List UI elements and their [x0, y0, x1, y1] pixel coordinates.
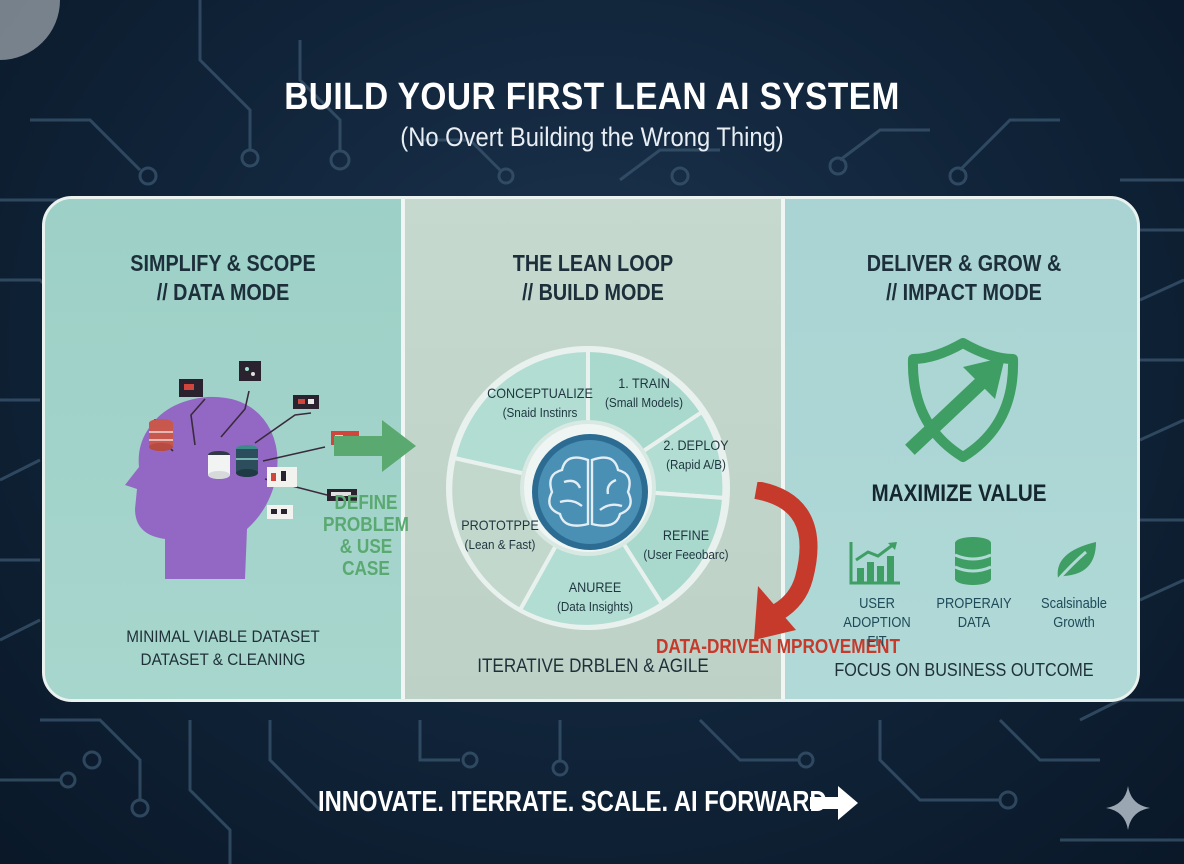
seg-label-prototype: PROTOTPPE (Lean & Fast)	[455, 516, 545, 554]
metric-scalable-growth-line2: Growth	[1053, 614, 1095, 631]
panel-left-title-line2: // DATA MODE	[156, 279, 290, 305]
footer-tagline: INNOVATE. ITERRATE. SCALE. AI FORWARD	[318, 786, 827, 818]
sparkle-icon	[1106, 786, 1150, 830]
panel-deliver-grow: DELIVER & GROW & // IMPACT MODE FOCUS ON…	[785, 199, 1137, 699]
panel-right-title-line1: DELIVER & GROW &	[866, 250, 1062, 276]
seg-train-sub: (Small Models)	[604, 395, 684, 410]
right-arrow-icon	[810, 786, 858, 820]
seg-anuree-head: ANUREE	[568, 579, 622, 595]
head-with-data-icons	[125, 361, 359, 579]
panel-mid-caption: ITERATIVE DRBLEN & AGILE	[477, 656, 709, 677]
seg-prototype-head: PROTOTPPE	[461, 517, 539, 533]
define-label-line3: & USE CASE	[339, 536, 393, 580]
define-label-line2: PROBLEM	[323, 514, 409, 536]
seg-label-train: 1. TRAIN (Small Models)	[601, 374, 687, 412]
metric-scalable-growth: Scalsinable Growth	[1033, 594, 1116, 632]
define-problem-label: DEFINE PROBLEM & USE CASE	[314, 492, 417, 580]
define-label-line1: DEFINE	[334, 492, 398, 514]
seg-train-head: 1. TRAIN	[618, 375, 670, 391]
panel-right-title: DELIVER & GROW & // IMPACT MODE	[810, 249, 1118, 307]
panel-left-caption-line2: DATASET & CLEANING	[140, 650, 306, 669]
panel-right-caption: FOCUS ON BUSINESS OUTCOME	[834, 660, 1094, 680]
panel-mid-title: THE LEAN LOOP // BUILD MODE	[431, 249, 754, 307]
seg-label-refine: REFINE (User Feeobarc)	[641, 526, 731, 564]
seg-prototype-sub: (Lean & Fast)	[464, 537, 536, 552]
metric-user-adoption-line1: USER ADOPTION	[843, 595, 911, 631]
brain-icon	[548, 456, 632, 527]
seg-label-deploy: 2. DEPLOY (Rapid A/B)	[655, 436, 738, 474]
maximize-value-heading: MAXIMIZE VALUE	[871, 480, 1047, 507]
define-arrow	[334, 420, 416, 472]
panel-right-title-line2: // IMPACT MODE	[886, 279, 1042, 305]
seg-label-conceptualize: CONCEPTUALIZE (Snaid Instinrs	[486, 384, 594, 422]
metric-property-data: PROPERAIY DATA	[933, 594, 1016, 632]
seg-deploy-head: 2. DEPLOY	[663, 437, 729, 453]
metric-user-adoption: USER ADOPTION FIT	[826, 594, 927, 651]
seg-label-anuree: ANUREE (Data Insights)	[546, 578, 645, 616]
segment-anuree	[517, 484, 665, 629]
lean-loop-wheel	[446, 346, 730, 630]
leaf-icon	[1054, 542, 1096, 583]
seg-deploy-sub: (Rapid A/B)	[666, 457, 726, 472]
seg-anuree-sub: (Data Insights)	[556, 599, 634, 614]
metric-property-data-line2: DATA	[957, 614, 991, 631]
panel-mid-title-line1: THE LEAN LOOP	[512, 250, 674, 276]
database-icon	[954, 537, 992, 585]
panel-left-title: SIMPLIFY & SCOPE // DATA MODE	[70, 249, 376, 307]
metric-scalable-growth-line1: Scalsinable	[1041, 595, 1107, 612]
panel-left-caption: MINIMAL VIABLE DATASET DATASET & CLEANIN…	[63, 625, 383, 671]
metric-user-adoption-line2: FIT	[867, 633, 887, 650]
panel-mid-title-line2: // BUILD MODE	[522, 279, 664, 305]
seg-conceptualize-sub: (Snaid Instinrs	[502, 405, 578, 420]
feedback-arrow	[754, 482, 818, 640]
metric-property-data-line1: PROPERAIY	[936, 595, 1012, 612]
divider-right	[781, 199, 785, 699]
page-title: BUILD YOUR FIRST LEAN AI SYSTEM	[284, 76, 900, 118]
seg-conceptualize-head: CONCEPTUALIZE	[487, 385, 593, 401]
bar-chart-icon	[849, 542, 900, 585]
shield-arrow-icon	[905, 338, 1019, 462]
data-driven-improvement-label: DATA-DRIVEN MPROVEMENT	[656, 636, 900, 658]
seg-refine-head: REFINE	[662, 527, 710, 543]
panel-left-caption-line1: MINIMAL VIABLE DATASET	[126, 627, 320, 646]
panel-left-title-line1: SIMPLIFY & SCOPE	[130, 250, 316, 276]
page-subtitle: (No Overt Building the Wrong Thing)	[400, 122, 784, 152]
seg-refine-sub: (User Feeobarc)	[643, 547, 729, 562]
